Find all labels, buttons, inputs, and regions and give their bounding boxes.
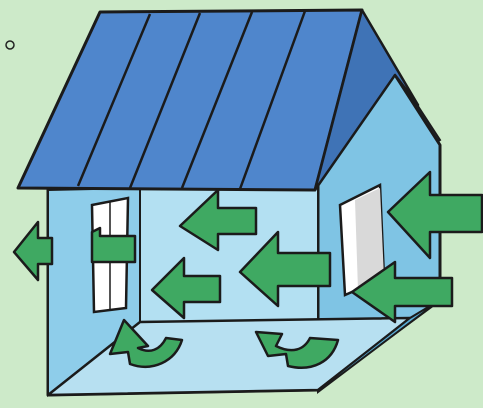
illustration-canvas bbox=[0, 0, 483, 408]
house-illustration bbox=[0, 0, 483, 408]
